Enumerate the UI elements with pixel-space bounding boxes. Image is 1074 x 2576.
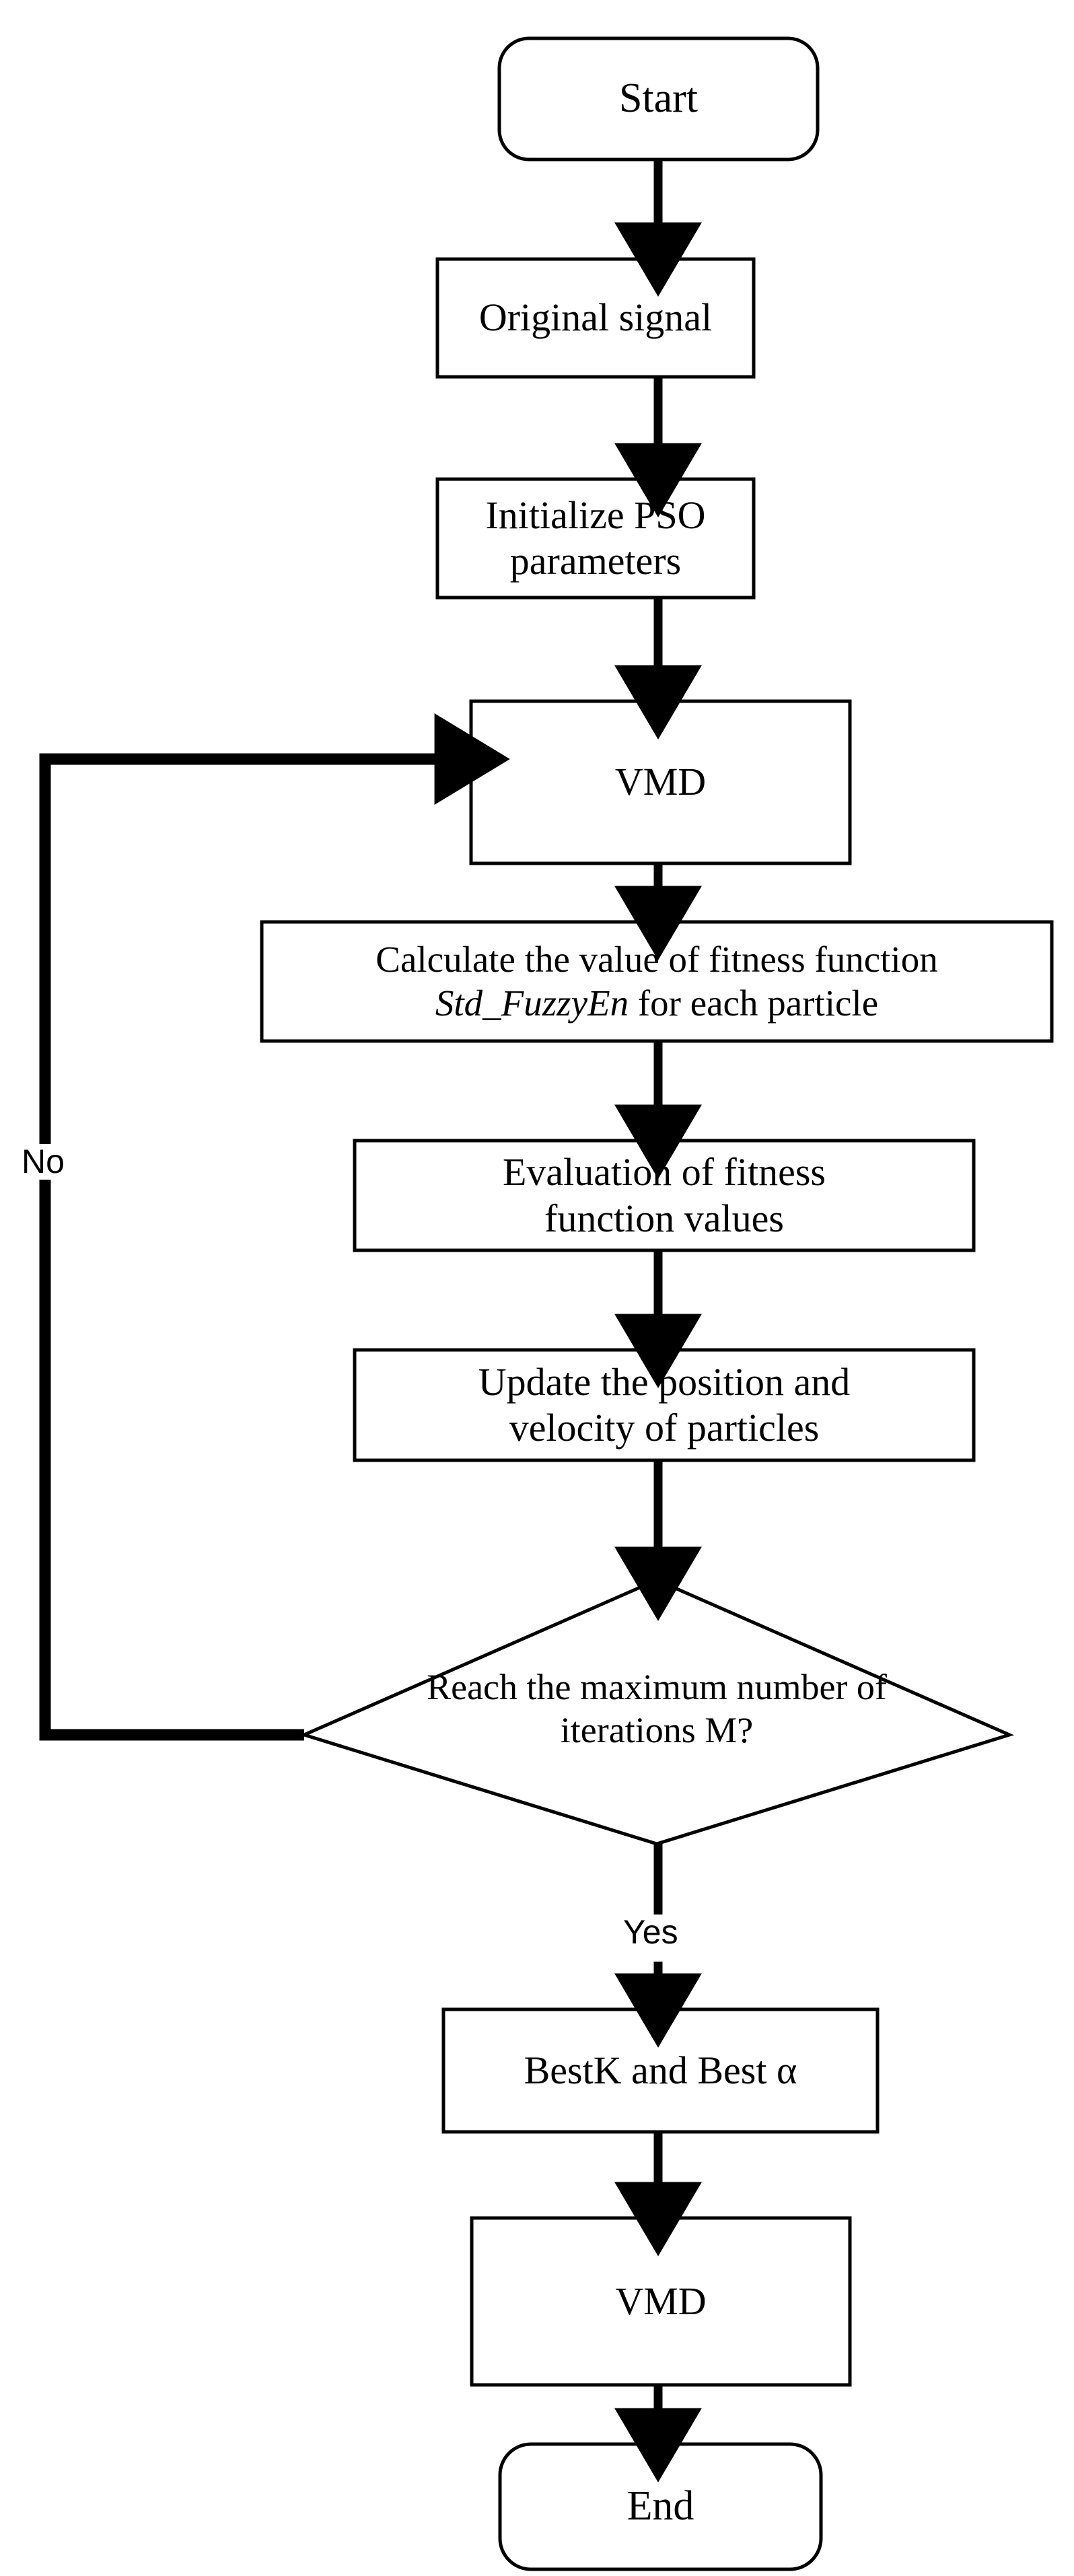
- shape-original-signal: [435, 257, 756, 379]
- shape-start: [497, 36, 820, 162]
- shape-best-params: [441, 2007, 880, 2134]
- edge-label-no: No: [17, 1144, 69, 1180]
- edge-label-yes: Yes: [619, 1915, 682, 1950]
- edge-decision-no-loop: [39, 713, 510, 1741]
- shape-end: [498, 2442, 823, 2571]
- shape-calculate-fitness: [260, 920, 1054, 1043]
- shape-decision: [299, 1578, 1015, 1846]
- shape-initialize-pso: [435, 477, 756, 600]
- shape-update-particles: [353, 1348, 976, 1462]
- shape-vmd-final: [470, 2216, 852, 2387]
- shape-evaluation: [353, 1139, 976, 1252]
- shape-vmd-loop: [469, 699, 852, 865]
